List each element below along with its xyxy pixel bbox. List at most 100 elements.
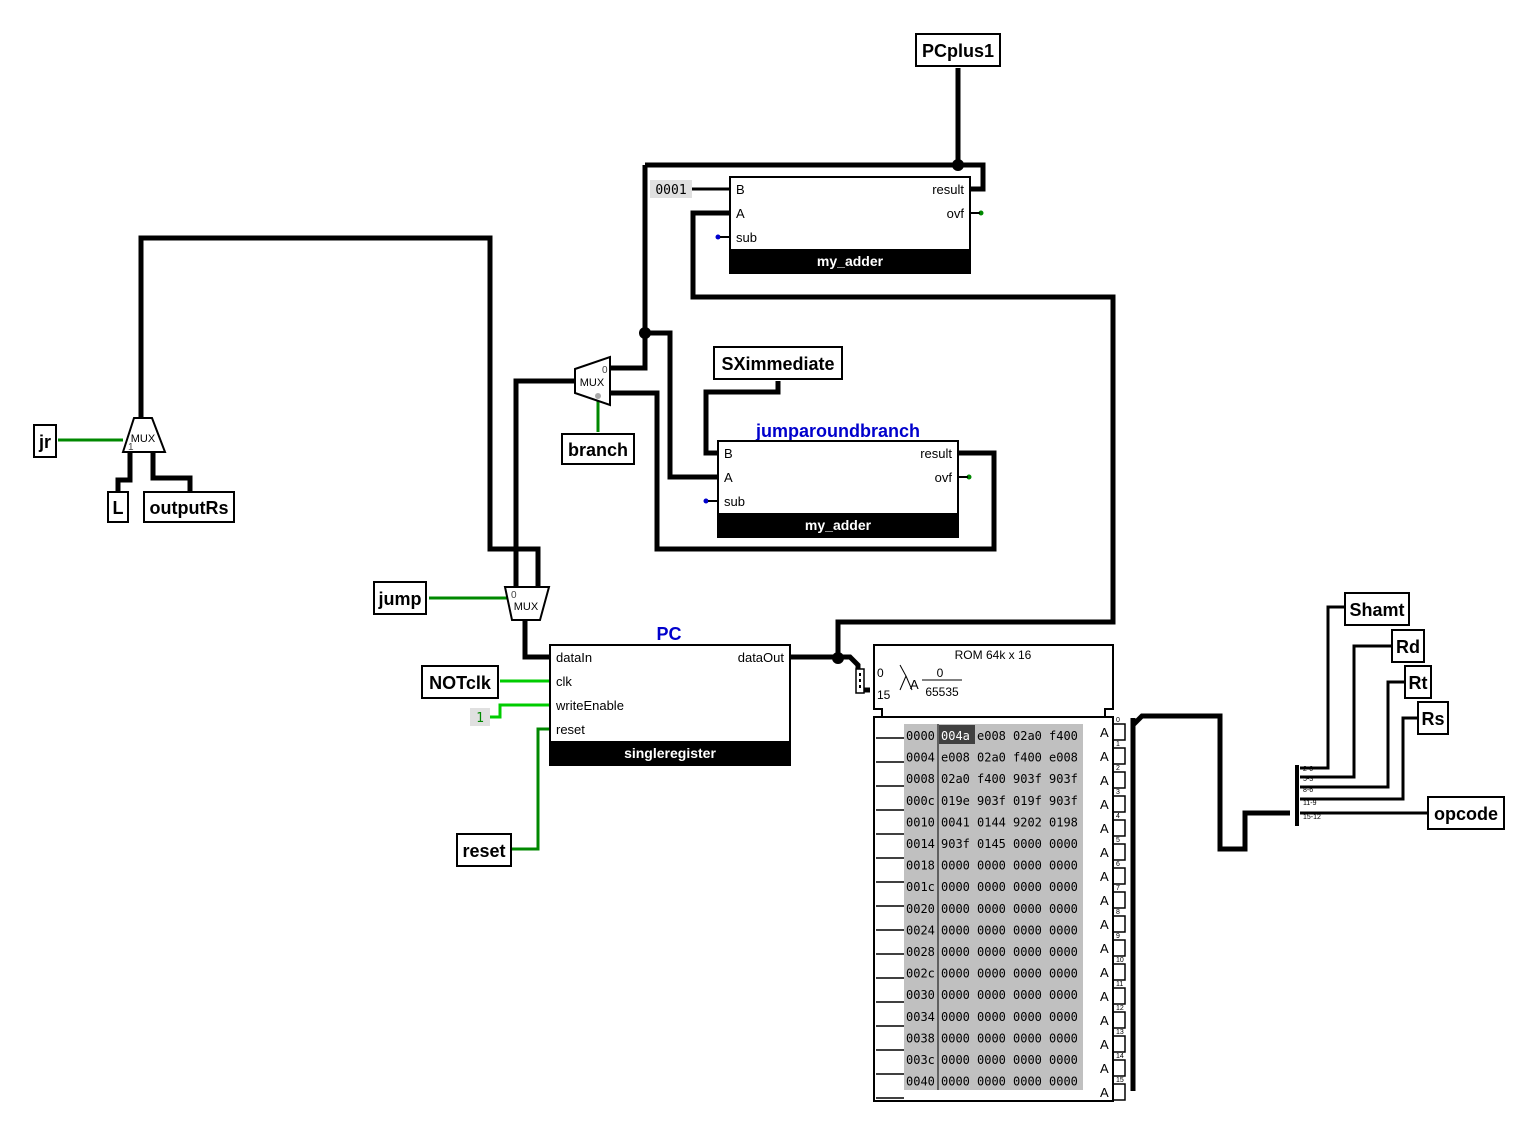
tunnel-opcode[interactable]: opcode: [1427, 796, 1505, 830]
rom-cell: 0000: [1013, 1075, 1042, 1089]
port-a-label: A: [724, 470, 733, 485]
wire-rom-data-bus: [1130, 713, 1290, 1088]
rom-cell: 0000: [1013, 1010, 1042, 1024]
constants: 0001 1: [470, 180, 692, 726]
splitter-label: 8-6: [1303, 787, 1313, 794]
rom-selected-cell: [939, 725, 975, 744]
rom-cell: 0000: [977, 1010, 1006, 1024]
junction-dot: [952, 159, 964, 171]
rom-bit-index: 6: [1116, 861, 1120, 868]
wire-reset: [512, 727, 550, 851]
rom-bit-index: 1: [1116, 741, 1120, 748]
rom-cell: 0041: [941, 815, 970, 829]
component-name: my_adder: [817, 253, 884, 269]
rom-row-address: 0024: [906, 923, 935, 937]
rom-bit-pin: [1113, 963, 1126, 981]
rom-cell: 903f: [1049, 772, 1078, 786]
mux-input-0-label: 0: [511, 590, 517, 601]
rom-bit-index: 5: [1116, 837, 1120, 844]
port-a-label: A: [736, 206, 745, 221]
rom-cell: 0000: [977, 988, 1006, 1002]
rom-bit-index: 12: [1116, 1005, 1124, 1012]
port-ovf-label: ovf: [935, 470, 953, 485]
tunnel-jump[interactable]: jump: [373, 581, 427, 615]
rom-bit-high: 15: [877, 688, 891, 702]
junctions: [639, 159, 964, 664]
wire-split-shamt: [1300, 605, 1345, 770]
rom-cell: 0000: [1049, 1053, 1078, 1067]
pin-sub: [703, 498, 709, 504]
rom-bit-index: 2: [1116, 765, 1120, 772]
rom-row-address: 0008: [906, 772, 935, 786]
rom-bit-pin: [1113, 1035, 1126, 1053]
mux-branch[interactable]: MUX 0: [574, 355, 611, 407]
rom-bit-index: 3: [1116, 789, 1120, 796]
tunnel-rt[interactable]: Rt: [1404, 665, 1432, 699]
tunnel-pcplus1[interactable]: PCplus1: [915, 33, 1001, 67]
rom-bit-index: 9: [1116, 933, 1120, 940]
rom-cell: 0000: [1013, 1053, 1042, 1067]
rom-cell: 9202: [1013, 815, 1042, 829]
rom-row-address: 002c: [906, 967, 935, 981]
rom-cell: 0144: [977, 815, 1006, 829]
tunnel-jr[interactable]: jr: [33, 424, 57, 458]
rom-title: ROM 64k x 16: [955, 648, 1032, 662]
constant-write-enable[interactable]: 1: [470, 708, 490, 726]
pc-register[interactable]: PC singleregister dataIn clk writeEnable…: [549, 624, 791, 766]
tunnel-rs[interactable]: Rs: [1417, 701, 1449, 735]
wire-split-rd: [1300, 644, 1392, 779]
rom-range-low: 0: [937, 666, 944, 680]
tunnel-rd[interactable]: Rd: [1391, 629, 1425, 663]
wire-sximmediate: [703, 381, 781, 456]
port-writeenable-label: writeEnable: [555, 698, 624, 713]
wire-jr-in-rs: [150, 452, 193, 492]
tunnel-label: NOTclk: [429, 673, 492, 693]
rom-row-address: 001c: [906, 880, 935, 894]
tunnel-notclk[interactable]: NOTclk: [421, 665, 499, 699]
rom-bit-index: 11: [1116, 981, 1123, 988]
component-name: my_adder: [805, 517, 872, 533]
tunnel-layer: PCplus1 SXimmediate branch jr L outputRs…: [33, 33, 1505, 867]
mux-label: MUX: [131, 433, 156, 445]
rom-cell: 0000: [1049, 880, 1078, 894]
rom-cell: 0000: [941, 1031, 970, 1045]
rom-cell: 0000: [1049, 923, 1078, 937]
rom-bit-index: 0: [1116, 717, 1120, 724]
adder-top[interactable]: my_adder B A sub result ovf: [715, 176, 984, 274]
rom-bit-out-label: A: [1100, 821, 1109, 836]
port-reset-label: reset: [556, 722, 585, 737]
port-result-label: result: [920, 446, 952, 461]
rom-cell: 019e: [941, 794, 970, 808]
tunnel-sximmediate[interactable]: SXimmediate: [713, 346, 843, 380]
rom-bit-out-label: A: [1100, 1061, 1109, 1076]
tunnel-label: Shamt: [1349, 600, 1404, 620]
tunnel-l[interactable]: L: [107, 491, 129, 523]
rom-cell: f400: [1013, 751, 1042, 765]
rom-bit-out-label: A: [1100, 917, 1109, 932]
constant-0001[interactable]: 0001: [650, 180, 692, 198]
tunnel-outputrs[interactable]: outputRs: [143, 491, 235, 523]
rom-cell: 0000: [977, 923, 1006, 937]
rom-row-address: 000c: [906, 794, 935, 808]
rom-cell: 0000: [1049, 1075, 1078, 1089]
rom-bit-index: 10: [1116, 957, 1124, 964]
mux-jr[interactable]: MUX 1: [121, 417, 167, 453]
wire-top-bus: [645, 162, 986, 192]
rom-cell: 903f: [1049, 794, 1078, 808]
port-sub-label: sub: [724, 494, 745, 509]
tunnel-reset[interactable]: reset: [456, 833, 512, 867]
rom-cell: f400: [1049, 729, 1078, 743]
pin-ovf: [966, 474, 972, 480]
rom-bit-index: 13: [1116, 1029, 1124, 1036]
rom-cell: 0000: [1013, 923, 1042, 937]
tunnel-branch[interactable]: branch: [561, 433, 635, 465]
rom-cell: 0000: [941, 1053, 970, 1067]
tunnel-label: Rs: [1421, 709, 1444, 729]
adder-branch[interactable]: jumparoundbranch my_adder B A sub result…: [703, 421, 972, 538]
splitter-label: 15-12: [1303, 814, 1321, 821]
rom-cell: 0000: [1013, 880, 1042, 894]
rom-row-address: 0020: [906, 902, 935, 916]
tunnel-shamt[interactable]: Shamt: [1344, 592, 1410, 626]
mux-jump[interactable]: MUX 0: [503, 586, 551, 621]
